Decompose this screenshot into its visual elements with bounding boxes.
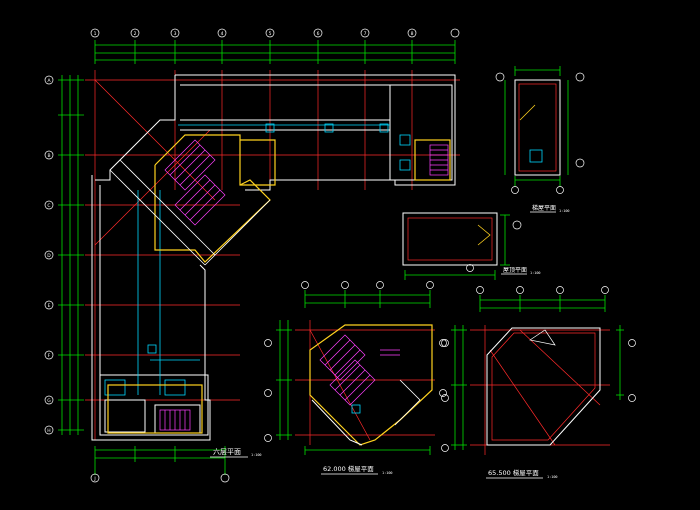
main-bottom-dimensions xyxy=(94,446,226,475)
main-stairs xyxy=(159,139,449,431)
stair-65-caption: 65.500 梯屋平面 1:100 xyxy=(486,468,558,479)
grid-bubble-label: J xyxy=(93,476,95,482)
roof-plan: 屋顶平面 1:100 xyxy=(402,212,541,280)
svg-text:六层平面: 六层平面 xyxy=(213,447,241,456)
grid-bubble-label: 6 xyxy=(317,31,320,37)
grid-bubble-label: 1 xyxy=(94,31,97,37)
roof-plan-dimensions xyxy=(404,214,510,280)
stair-65-axis xyxy=(470,325,610,455)
grid-bubble-label: H xyxy=(47,428,50,434)
grid-bubble-label: 7 xyxy=(364,31,367,37)
main-left-dimensions xyxy=(58,75,84,435)
svg-text:65.500 梯屋平面: 65.500 梯屋平面 xyxy=(488,468,539,477)
stair-62-bubbles xyxy=(264,281,447,442)
roof-plan-caption: 屋顶平面 1:100 xyxy=(501,267,541,275)
roof-plan-bubbles xyxy=(466,220,522,272)
grid-bubble-label: 8 xyxy=(411,31,414,37)
main-core-outline xyxy=(107,134,451,434)
grid-bubble-label: 2 xyxy=(134,31,137,37)
grid-bubble-label: F xyxy=(48,353,51,359)
main-top-grid-bubbles: 1 2 3 4 5 6 7 8 xyxy=(90,28,460,38)
stair-62-axis xyxy=(295,320,435,445)
grid-bubble-label: G xyxy=(47,398,51,404)
stair-62-dimensions xyxy=(276,290,431,455)
stair-house-dimensions xyxy=(504,66,569,186)
main-top-dimensions xyxy=(94,40,456,64)
svg-text:1:100: 1:100 xyxy=(559,209,570,213)
main-details xyxy=(104,123,411,396)
svg-text:1:100: 1:100 xyxy=(251,453,262,457)
svg-text:1:100: 1:100 xyxy=(547,475,558,479)
stair-62-stairs xyxy=(319,334,400,406)
main-floor-plan: 1 2 3 4 5 6 7 8 A B C D E F G H J 六层平面 1:100 xyxy=(44,28,460,483)
svg-text:1:100: 1:100 xyxy=(530,271,541,275)
stair-62-caption: 62.000 梯屋平面 1:100 xyxy=(321,464,393,475)
stair-house-plan: 梯屋平面 1:100 xyxy=(495,66,585,213)
stair-65-dimensions xyxy=(451,295,624,450)
grid-bubble-label: B xyxy=(47,153,50,159)
stair-65-bubbles xyxy=(441,286,636,452)
svg-text:梯屋平面: 梯屋平面 xyxy=(532,204,556,212)
grid-bubble-label: D xyxy=(47,253,51,259)
grid-bubble-label: 5 xyxy=(269,31,272,37)
stair-house-62-plan: 62.000 梯屋平面 1:100 xyxy=(264,281,447,475)
stair-house-caption: 梯屋平面 1:100 xyxy=(530,204,570,213)
grid-bubble-label: A xyxy=(47,78,51,84)
svg-text:屋顶平面: 屋顶平面 xyxy=(503,267,527,274)
main-walls xyxy=(91,74,456,441)
main-diagonal-wing xyxy=(109,159,271,266)
main-left-grid-bubbles: A B C D E F G H J xyxy=(44,75,230,483)
svg-text:62.000 梯屋平面: 62.000 梯屋平面 xyxy=(323,464,374,473)
grid-bubble-label: E xyxy=(48,303,51,309)
stair-house-bubbles xyxy=(495,72,585,194)
svg-text:1:100: 1:100 xyxy=(382,471,393,475)
main-plan-caption: 六层平面 1:100 xyxy=(210,447,262,458)
grid-bubble-label: 3 xyxy=(174,31,177,37)
grid-bubble-label: C xyxy=(47,203,50,209)
stair-house-65-plan: 65.500 梯屋平面 1:100 xyxy=(441,286,636,479)
grid-bubble-label: 4 xyxy=(221,31,224,37)
